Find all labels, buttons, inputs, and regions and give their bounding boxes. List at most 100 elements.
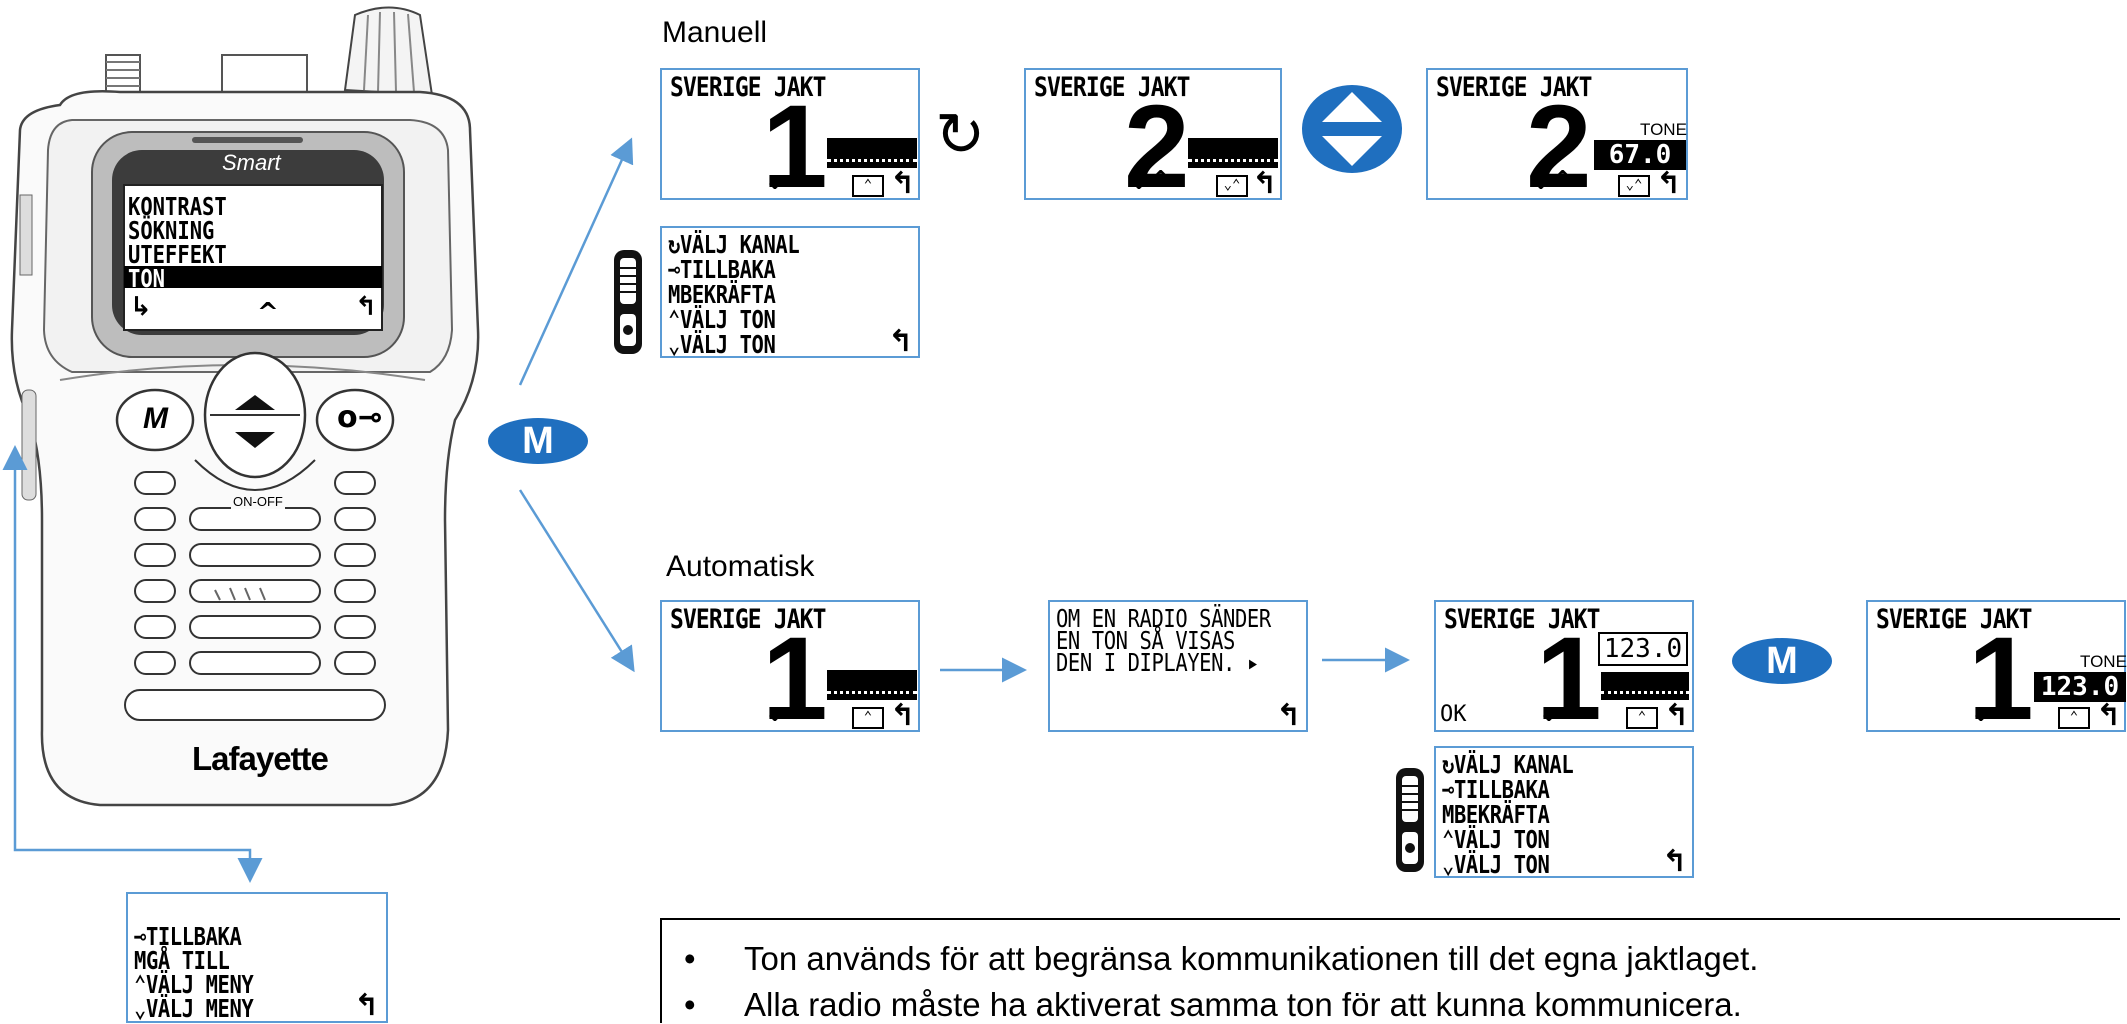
auto-screen-3: SVERIGE JAKT 1 123.0 OK ⌄⌃ ⌃ ↰ — [1434, 600, 1694, 738]
radio-body-drawing — [10, 6, 480, 807]
tone-value: 67.0 — [1594, 140, 1686, 170]
help-row-channel: ↻VÄLJ KANAL — [1442, 750, 1574, 779]
screen-title: SVERIGE JAKT — [1876, 604, 2032, 635]
help-row-back: ⊸TILLBAKA — [668, 255, 776, 284]
auto-help-menu: ↻VÄLJ KANAL ⊸TILLBAKA MBEKRÄFTA ⌃VÄLJ TO… — [1434, 746, 1694, 879]
up-box-icon: ⌃ — [852, 175, 884, 197]
back-icon: ↰ — [1276, 698, 1302, 733]
help-row-menu-down: ⌄VÄLJ MENY — [134, 994, 254, 1023]
tone-label: TONE — [2080, 652, 2127, 671]
tone-placeholder — [1188, 138, 1278, 168]
tone-value: 123.0 — [2034, 672, 2126, 702]
tone-placeholder — [1601, 672, 1689, 700]
auto-screen-1: SVERIGE JAKT 1 ⌄⌃ ⌃ ↰ — [660, 600, 920, 738]
radio-screen-item: UTEFFEKT — [128, 240, 227, 269]
manual-help-menu: ↻VÄLJ KANAL ⊸TILLBAKA MBEKRÄFTA ⌃VÄLJ TO… — [660, 226, 920, 359]
help-row-goto: MGÅ TILL — [134, 946, 230, 975]
up-box-icon: ⌃ — [852, 707, 884, 729]
help-row-back: ⊸TILLBAKA — [1442, 775, 1550, 804]
back-icon: ↰ — [355, 292, 377, 322]
radio-logo: Lafayette — [192, 740, 329, 777]
auto-screen-4: SVERIGE JAKT 1 TONE 123.0 ⌄⌃ ⌃ ↰ — [1866, 600, 2127, 738]
screen-title: SVERIGE JAKT — [670, 604, 826, 635]
note-bullet: • — [684, 940, 696, 977]
radio-brand: Smart — [222, 150, 281, 175]
help-row-confirm: MBEKRÄFTA — [668, 280, 776, 309]
tone-placeholder — [827, 138, 917, 168]
back-icon: ↰ — [1664, 698, 1690, 733]
detected-tone: 123.0 — [1598, 632, 1688, 666]
enter-icon: ↳ — [130, 292, 152, 322]
m-button-badge-auto: M — [1732, 638, 1832, 684]
down-up-icon: ⌄⌃ — [764, 698, 808, 728]
m-button-badge: M — [488, 418, 588, 464]
bottom-help-menu: ⊸TILLBAKA MGÅ TILL ⌃VÄLJ MENY ⌄VÄLJ MENY… — [126, 892, 388, 1023]
manual-screen-1: SVERIGE JAKT 1 ⌄⌃ ⌃ ↰ — [660, 68, 920, 206]
radio-screen-item: KONTRAST — [128, 192, 227, 221]
key-icon: o⊸ — [337, 400, 383, 435]
automatic-label: Automatisk — [666, 550, 815, 583]
help-row-menu-up: ⌃VÄLJ MENY — [134, 970, 254, 999]
down-up-icon: ⌄⌃ — [1538, 698, 1582, 728]
screen-title: SVERIGE JAKT — [1034, 72, 1190, 103]
down-up-box-icon: ⌄⌃ — [1618, 175, 1650, 197]
auto-message-screen: OM EN RADIO SÄNDER EN TON SÅ VISAS DEN I… — [1048, 600, 1308, 733]
help-row-tone-up: ⌃VÄLJ TON — [668, 305, 776, 334]
radio-device: Smart KONTRAST SÖKNING UTEFFEKT TON ↳ ^ … — [0, 0, 480, 810]
help-row-tone-up: ⌃VÄLJ TON — [1442, 825, 1550, 854]
down-up-box-icon: ⌄⌃ — [1216, 175, 1248, 197]
message-line: OM EN RADIO SÄNDER — [1056, 604, 1271, 633]
back-icon: ↰ — [2096, 698, 2122, 733]
note-bullet: • — [684, 986, 696, 1023]
radio-side-icon — [614, 250, 642, 354]
back-icon: ↰ — [1252, 166, 1278, 201]
help-row-channel: ↻VÄLJ KANAL — [668, 230, 800, 259]
note-text: Ton används för att begränsa kommunikati… — [744, 940, 1759, 977]
help-row-tone-down: ⌄VÄLJ TON — [1442, 850, 1550, 879]
manual-screen-3: SVERIGE JAKT 2 TONE 67.0 ⌄⌃ ⌄⌃ ↰ — [1426, 68, 1688, 206]
back-icon: ↰ — [890, 698, 916, 733]
down-up-icon: ⌄⌃ — [1970, 698, 2014, 728]
screen-title: SVERIGE JAKT — [1436, 72, 1592, 103]
down-up-icon: ⌄⌃ — [764, 166, 808, 196]
m-badge-label: M — [1766, 640, 1798, 682]
ok-label: OK — [1440, 702, 1467, 727]
help-row-tone-down: ⌄VÄLJ TON — [668, 330, 776, 359]
up-down-arrows-icon — [1302, 85, 1402, 173]
down-up-icon: ⌄⌃ — [1530, 166, 1574, 196]
tone-label: TONE — [1640, 120, 1687, 139]
manual-label: Manuell — [662, 16, 768, 49]
note-text: Alla radio måste ha aktiverat samma ton … — [744, 986, 1742, 1023]
channel-number: 1 — [762, 81, 828, 213]
radio-screen-item: SÖKNING — [128, 216, 215, 245]
help-row-confirm: MBEKRÄFTA — [1442, 800, 1550, 829]
back-icon: ↰ — [354, 988, 380, 1023]
channel-number: 2 — [1124, 81, 1190, 213]
back-icon: ↰ — [1656, 166, 1682, 201]
m-badge-label: M — [522, 420, 554, 462]
down-up-icon: ⌄⌃ — [1128, 166, 1172, 196]
radio-screen-item-selected: TON — [128, 264, 166, 293]
rotate-knob-icon: ↻ — [935, 100, 986, 170]
m-key-label: M — [143, 402, 168, 435]
up-box-icon: ⌃ — [1626, 707, 1658, 729]
back-icon: ↰ — [1662, 844, 1688, 879]
caret-up-icon: ^ — [257, 298, 279, 328]
notes-box: • Ton används för att begränsa kommunika… — [660, 918, 2120, 1023]
on-off-label: ON-OFF — [231, 494, 285, 509]
message-line: EN TON SÅ VISAS — [1056, 626, 1235, 655]
back-icon: ↰ — [888, 324, 914, 359]
channel-number: 1 — [1968, 613, 2034, 745]
channel-number: 2 — [1526, 81, 1592, 213]
message-line: DEN I DIPLAYEN. ▸ — [1056, 648, 1259, 677]
up-box-icon: ⌃ — [2058, 707, 2090, 729]
manual-screen-2: SVERIGE JAKT 2 ⌄⌃ ⌄⌃ ↰ — [1024, 68, 1282, 206]
screen-title: SVERIGE JAKT — [670, 72, 826, 103]
help-row-back: ⊸TILLBAKA — [134, 922, 242, 951]
channel-number: 1 — [762, 613, 828, 745]
screen-title: SVERIGE JAKT — [1444, 604, 1600, 635]
back-icon: ↰ — [890, 166, 916, 201]
channel-number: 1 — [1536, 613, 1602, 745]
tone-placeholder — [827, 670, 917, 700]
